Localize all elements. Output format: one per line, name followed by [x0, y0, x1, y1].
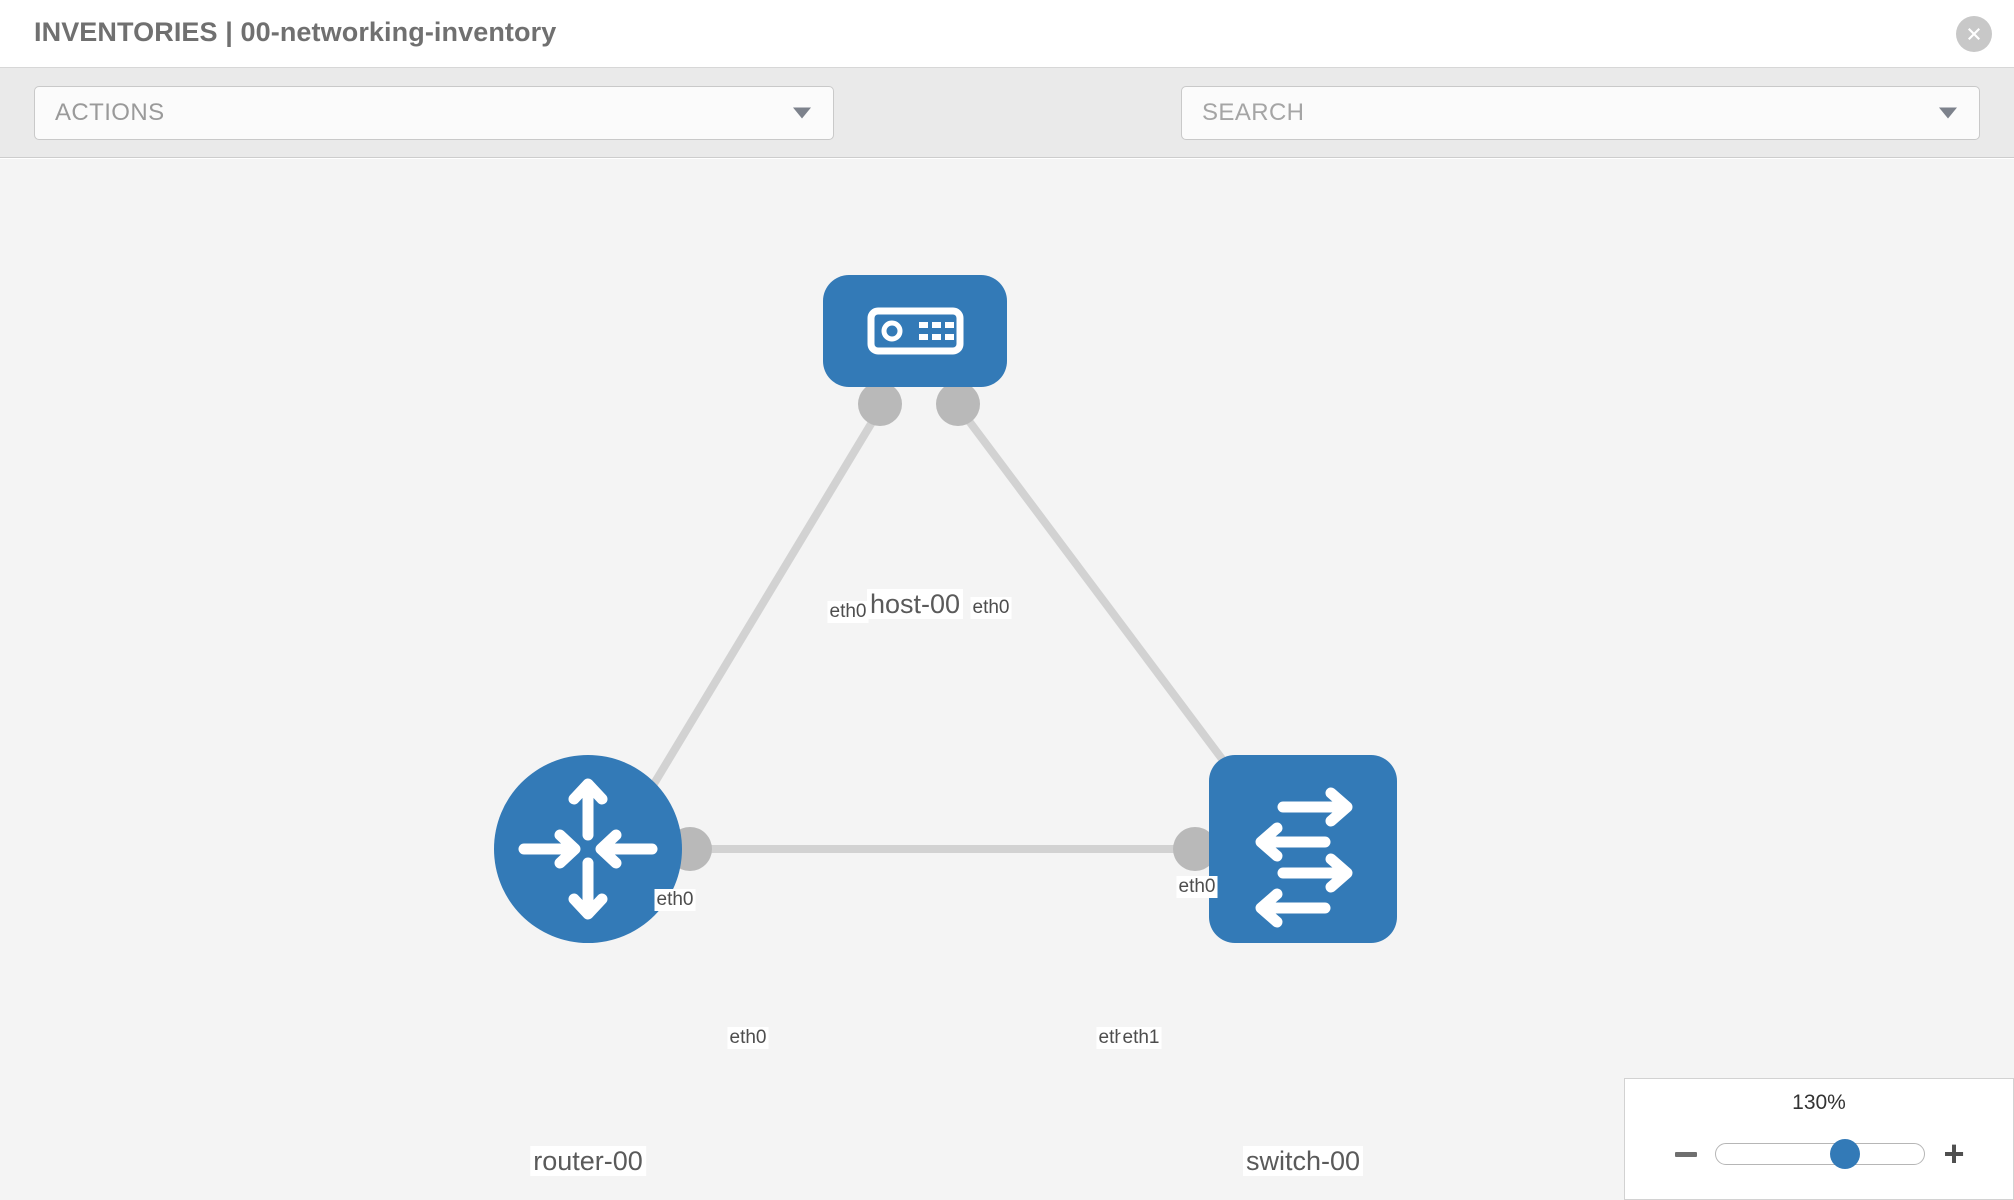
link-host-switch	[956, 406, 1256, 802]
node-label-host: host-00	[866, 589, 964, 620]
search-chevron-down-icon[interactable]	[1939, 107, 1957, 119]
iface-label: eth0	[727, 1027, 769, 1049]
minus-icon	[1675, 1151, 1697, 1157]
zoom-level-value: 130%	[1792, 1091, 1846, 1114]
topology-links	[636, 406, 1256, 853]
close-icon	[1968, 28, 1980, 40]
search-placeholder: SEARCH	[1202, 99, 1305, 126]
node-label-switch: switch-00	[1242, 1146, 1364, 1177]
iface-label: eth0	[827, 601, 869, 623]
zoom-control-row: +	[1625, 1133, 2014, 1175]
host-server-icon	[867, 307, 964, 355]
node-router-00[interactable]	[494, 755, 682, 943]
close-button[interactable]	[1956, 16, 1992, 52]
zoom-slider-thumb[interactable]	[1829, 1139, 1860, 1169]
connector-switch-left	[1173, 827, 1217, 871]
iface-label: eth0	[1176, 876, 1218, 898]
node-switch-00[interactable]	[1209, 755, 1397, 943]
actions-dropdown[interactable]: ACTIONS	[34, 86, 834, 140]
iface-label: eth0	[970, 597, 1012, 619]
toolbar: ACTIONS SEARCH	[0, 68, 2014, 191]
router-arrows-icon	[518, 778, 658, 920]
link-host-router	[636, 406, 884, 810]
topology-connectors	[668, 382, 1254, 871]
switch-arrows-icon	[1255, 787, 1353, 928]
page-header: INVENTORIES | 00-networking-inventory	[0, 0, 2014, 68]
node-label-router: router-00	[530, 1146, 646, 1177]
topology-canvas[interactable]: eth0 eth0 eth0 eth0 eth0 eth0 eth1 host-…	[0, 159, 2014, 1200]
connector-host-left	[858, 382, 902, 426]
page-title: INVENTORIES | 00-networking-inventory	[34, 17, 557, 47]
zoom-control-panel: 130% +	[1624, 1078, 2014, 1200]
chevron-down-icon	[793, 107, 811, 119]
iface-label: eth1	[1120, 1027, 1162, 1049]
node-host-00[interactable]	[823, 275, 1007, 387]
iface-label: eth0	[654, 889, 696, 911]
search-field[interactable]: SEARCH	[1181, 86, 1980, 140]
zoom-slider-track[interactable]	[1715, 1139, 1925, 1169]
zoom-out-button[interactable]	[1671, 1139, 1701, 1169]
topology-graph	[494, 275, 1397, 943]
zoom-in-button[interactable]: +	[1943, 1133, 1965, 1174]
connector-host-right	[936, 382, 980, 426]
actions-dropdown-label: ACTIONS	[55, 99, 165, 126]
